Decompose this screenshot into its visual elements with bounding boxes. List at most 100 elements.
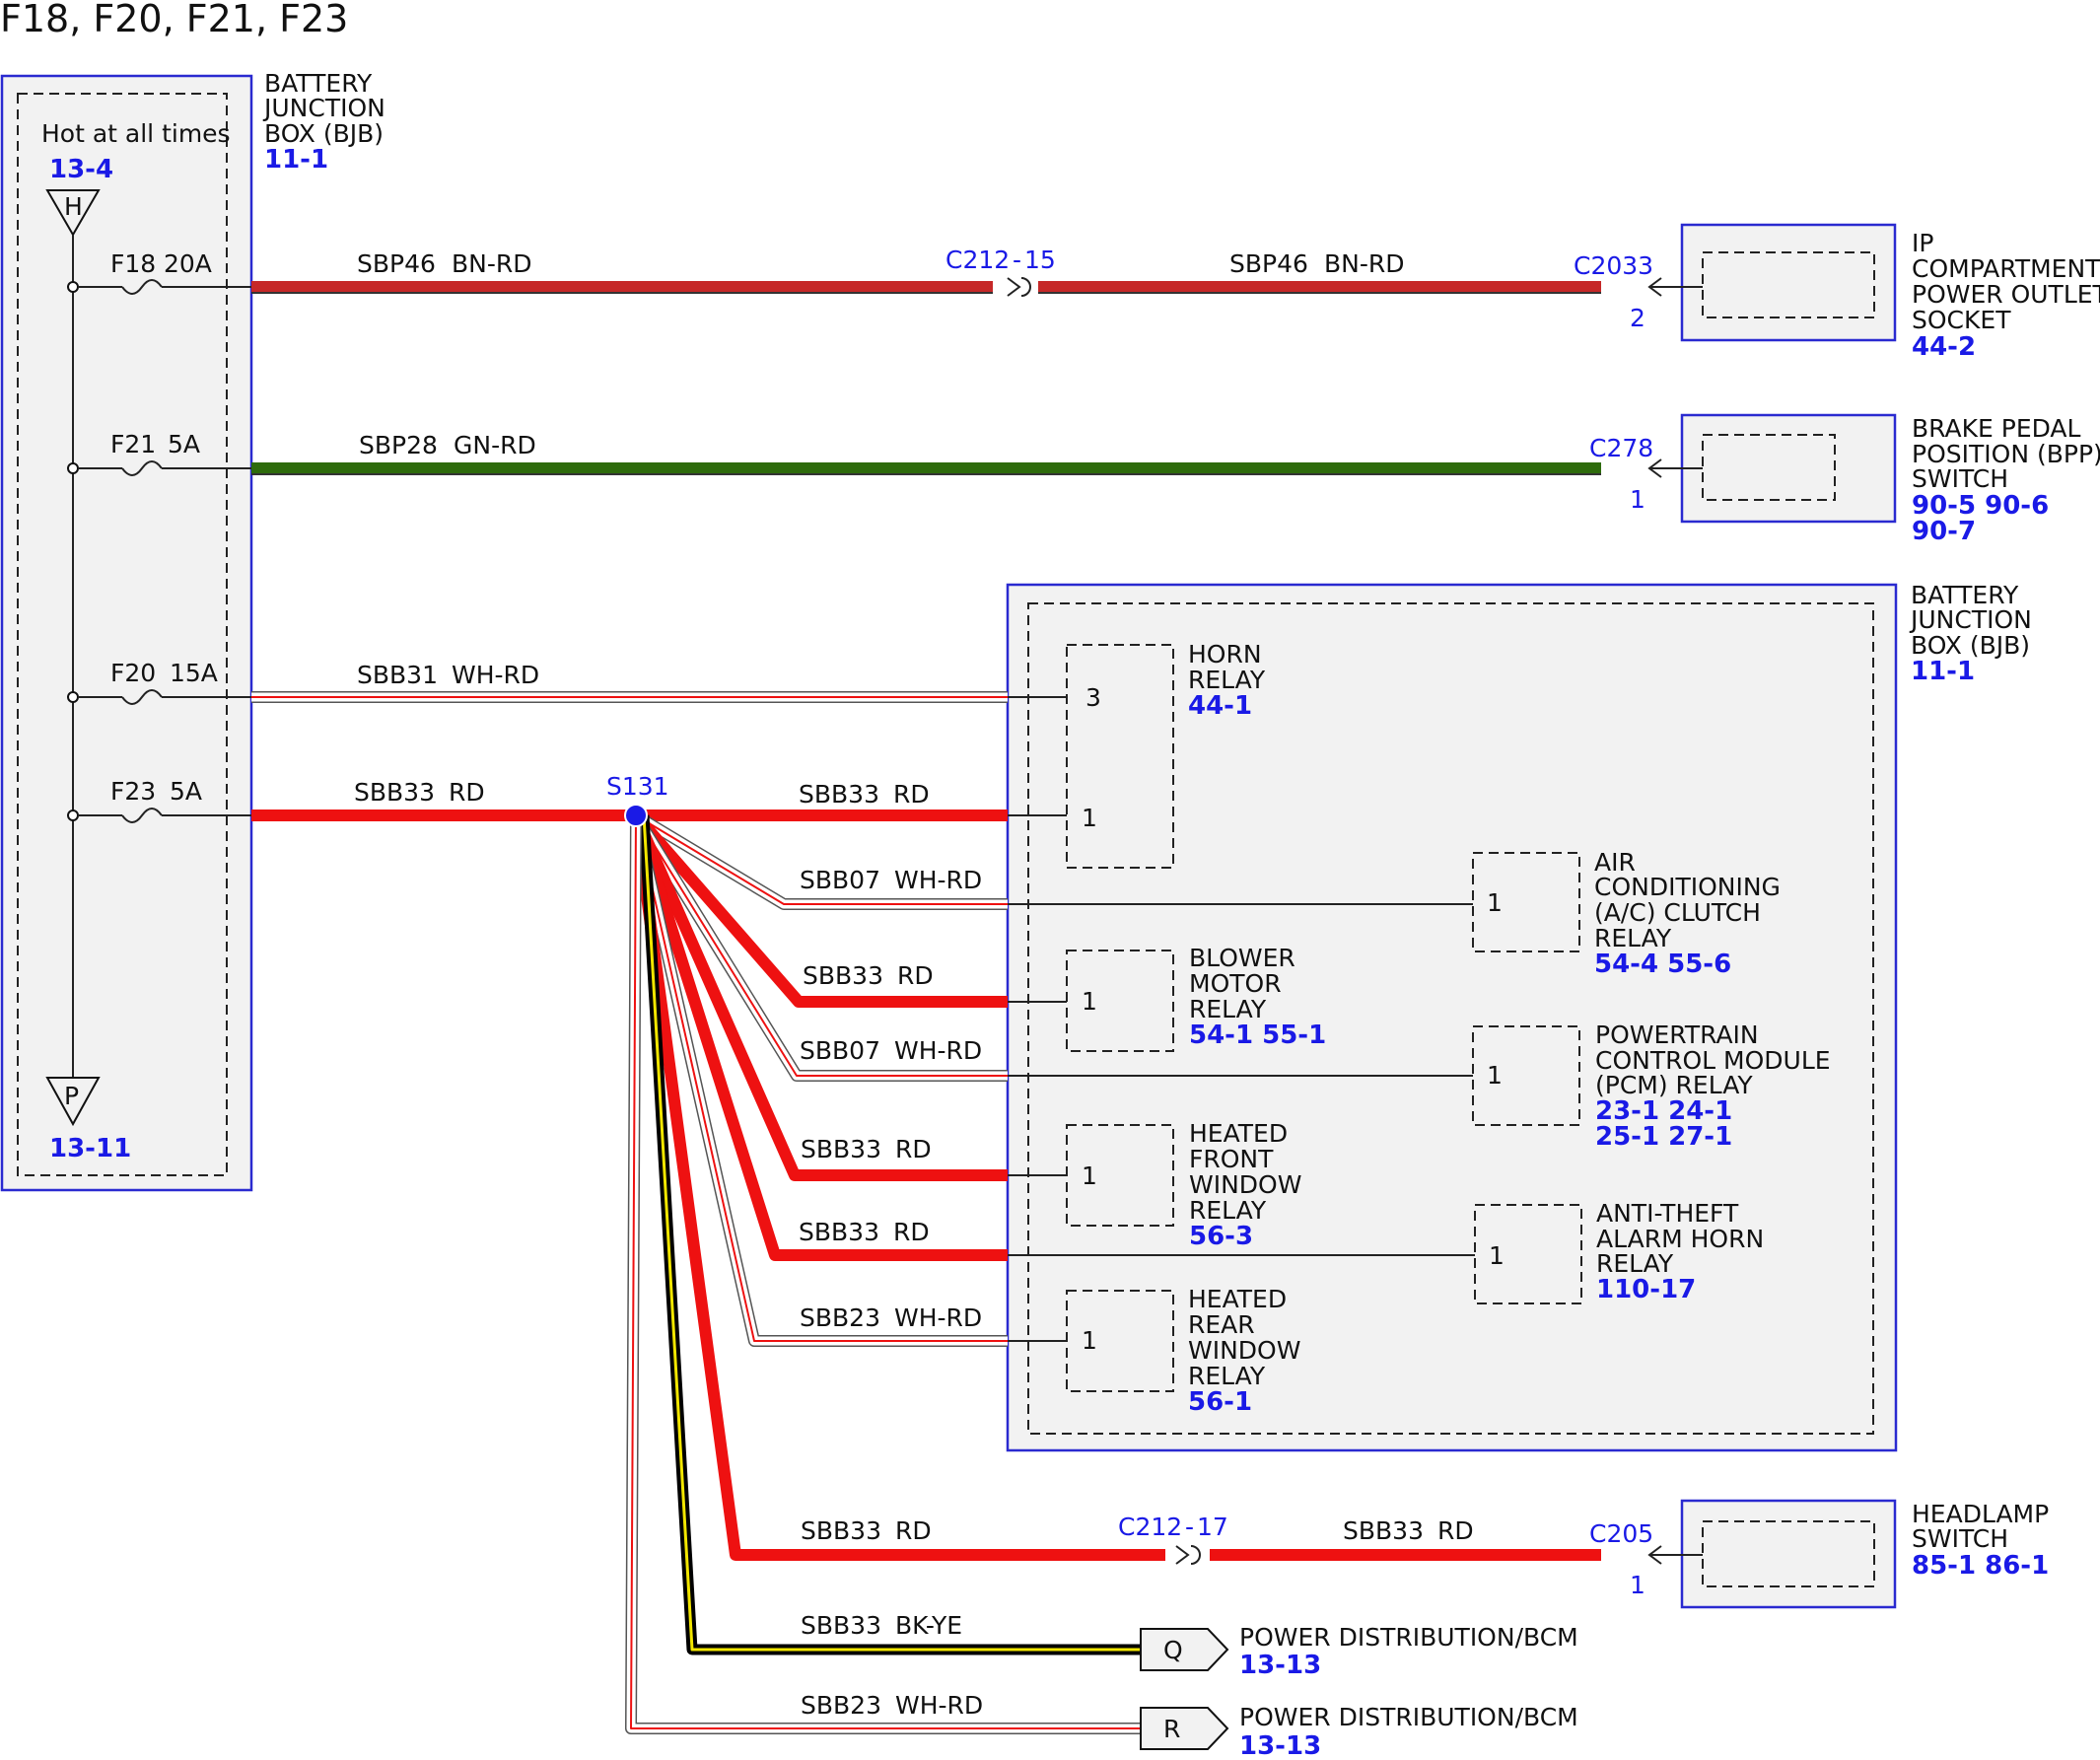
wire-branch-hfw-circuit: SBB33 xyxy=(801,1135,881,1163)
ip-socket-label-2: COMPARTMENT xyxy=(1912,254,2100,283)
wire-branch-q-color: BK-YE xyxy=(895,1611,962,1640)
component-box xyxy=(1680,223,1897,342)
connector-c278: C278 1 xyxy=(1589,434,1703,514)
connector-c2033: C2033 2 xyxy=(1574,251,1703,332)
connector-female-icon xyxy=(1190,1545,1201,1565)
connector-c205-name: C205 xyxy=(1589,1519,1653,1548)
blower-relay-label-3: RELAY xyxy=(1189,995,1267,1023)
hfw-relay-label-4: RELAY xyxy=(1189,1196,1267,1225)
blower-relay-label-2: MOTOR xyxy=(1189,969,1282,998)
heated-rear-window-relay: 1 HEATED REAR WINDOW RELAY 56-1 xyxy=(1066,1285,1300,1417)
fuse-icon xyxy=(121,689,163,705)
ground-bus-ref: 13-11 xyxy=(49,1134,131,1163)
connector-dash: - xyxy=(1013,246,1021,274)
wire-branch-hrw: SBB23 WH-RD xyxy=(630,813,1067,1347)
fuse-f20-name: F20 xyxy=(110,659,156,687)
bpp-refs-1: 90-5 90-6 xyxy=(1912,491,2049,521)
ac-relay-label-4: RELAY xyxy=(1594,924,1672,952)
wire-branch-ac-color: WH-RD xyxy=(894,866,982,894)
headlamp-refs: 85-1 86-1 xyxy=(1912,1551,2049,1581)
connector-c212-15-name: C212 xyxy=(945,246,1010,274)
ip-socket-label-3: POWER OUTLET xyxy=(1912,280,2100,309)
hot-ref: 13-4 xyxy=(49,155,113,184)
bjb-left-label-1: BATTERY xyxy=(264,69,373,98)
wire-branch-antitheft-circuit: SBB33 xyxy=(799,1218,879,1246)
wire-branch-headlamp: SBB33 RD SBB33 RD xyxy=(630,814,1601,1561)
wire-segment xyxy=(631,811,1008,1008)
wire-branch-pcm-circuit: SBB07 xyxy=(800,1036,880,1065)
wire-branch-blower-color: RD xyxy=(897,961,934,990)
connector-c212-17: C212 - 17 xyxy=(1118,1513,1228,1565)
bpp-label-1: BRAKE PEDAL xyxy=(1912,414,2081,443)
ac-clutch-relay: 1 AIR CONDITIONING (A/C) CLUTCH RELAY 54… xyxy=(1472,848,1781,979)
antitheft-relay-label-1: ANTI-THEFT xyxy=(1596,1199,1739,1228)
wire-branch-hrw-color: WH-RD xyxy=(894,1303,982,1332)
bjb-right-outline xyxy=(1006,583,1898,1452)
wire-segment xyxy=(630,814,1165,1561)
wire-sbb33-feed-circuit: SBB33 xyxy=(354,778,435,807)
horn-relay-pin-3: 3 xyxy=(1085,683,1101,712)
bjb-left-label-2: JUNCTION xyxy=(262,94,385,122)
brake-pedal-position-switch: BRAKE PEDAL POSITION (BPP) SWITCH 90-5 9… xyxy=(1680,413,2100,546)
connector-c212-15: C212 - 15 xyxy=(945,246,1056,297)
connector-male-icon xyxy=(1175,1545,1190,1565)
ground-bus-triangle-icon xyxy=(45,1077,101,1127)
bjb-right-label-3: BOX (BJB) xyxy=(1911,631,2030,660)
wire-branch-pcm: SBB07 WH-RD xyxy=(630,811,1473,1082)
headlamp-switch: HEADLAMP SWITCH 85-1 86-1 xyxy=(1680,1499,2049,1609)
component-box xyxy=(1680,1499,1897,1609)
wire-sbp46-color-b: BN-RD xyxy=(1324,249,1405,278)
pcm-relay-pin: 1 xyxy=(1487,1061,1503,1090)
ac-relay-label-1: AIR xyxy=(1594,848,1636,877)
wire-sbb33-feed-color: RD xyxy=(449,778,485,807)
bpp-label-3: SWITCH xyxy=(1912,464,2008,493)
wire-branch-hrw-circuit: SBB23 xyxy=(800,1303,880,1332)
horn-relay-label-1: HORN xyxy=(1188,640,1262,669)
wire-branch-headlamp-color-a: RD xyxy=(895,1516,932,1545)
pcm-relay-refs-2: 25-1 27-1 xyxy=(1595,1122,1732,1152)
wire-branch-ac-circuit: SBB07 xyxy=(800,866,880,894)
ac-relay-label-3: (A/C) CLUTCH xyxy=(1594,898,1761,927)
pcm-relay-refs-1: 23-1 24-1 xyxy=(1595,1096,1732,1126)
bjb-right: BATTERY JUNCTION BOX (BJB) 11-1 xyxy=(1006,581,2032,1452)
wire-sbp28-color: GN-RD xyxy=(454,431,536,459)
component-inner xyxy=(1702,1520,1875,1587)
horn-relay-pin-1: 1 xyxy=(1082,804,1097,832)
blower-relay-label-1: BLOWER xyxy=(1189,944,1295,972)
bjb-left-outline xyxy=(0,74,253,1192)
horn-relay: 3 1 HORN RELAY 44-1 xyxy=(1066,640,1266,869)
offpage-r-letter: R xyxy=(1163,1715,1180,1743)
relay-box xyxy=(1472,1025,1580,1126)
page-title: F18, F20, F21, F23 xyxy=(0,0,348,40)
wire-branch-blower-circuit: SBB33 xyxy=(803,961,883,990)
bjb-left-label-3: BOX (BJB) xyxy=(264,119,384,148)
relay-box xyxy=(1474,1204,1582,1304)
headlamp-label-1: HEADLAMP xyxy=(1912,1500,2049,1528)
wire-segment xyxy=(630,812,1008,1181)
hfw-relay-label-2: FRONT xyxy=(1189,1145,1274,1173)
offpage-q-label: POWER DISTRIBUTION/BCM xyxy=(1239,1623,1578,1652)
hrw-relay-label-2: REAR xyxy=(1188,1310,1255,1339)
offpage-r-label: POWER DISTRIBUTION/BCM xyxy=(1239,1703,1578,1731)
fuse-f21-name: F21 xyxy=(110,430,156,458)
wire-branch-q: SBB33 BK-YE xyxy=(638,814,1141,1655)
fuse-icon xyxy=(121,460,163,476)
ac-relay-label-2: CONDITIONING xyxy=(1594,873,1781,901)
connector-female-icon xyxy=(1020,277,1031,297)
wire-branch-horn-circuit: SBB33 xyxy=(799,780,879,809)
fuse-node xyxy=(67,281,79,293)
hot-label: Hot at all times xyxy=(41,119,231,148)
hrw-relay-label-4: RELAY xyxy=(1188,1362,1266,1390)
bpp-refs-2: 90-7 xyxy=(1912,517,1976,546)
connector-c205-pin: 1 xyxy=(1630,1571,1645,1599)
fuse-f23-name: F23 xyxy=(110,777,156,806)
fuse-icon xyxy=(121,808,163,823)
wire-sbb31-circuit: SBB31 xyxy=(357,661,438,689)
hrw-relay-label-3: WINDOW xyxy=(1188,1336,1300,1365)
connector-c278-pin: 1 xyxy=(1630,485,1645,514)
fuse-f20-amps: 15A xyxy=(170,659,218,687)
bjb-right-inner xyxy=(1027,602,1874,1435)
wire-branch-antitheft-color: RD xyxy=(893,1218,930,1246)
splice-dot-icon xyxy=(624,804,648,827)
